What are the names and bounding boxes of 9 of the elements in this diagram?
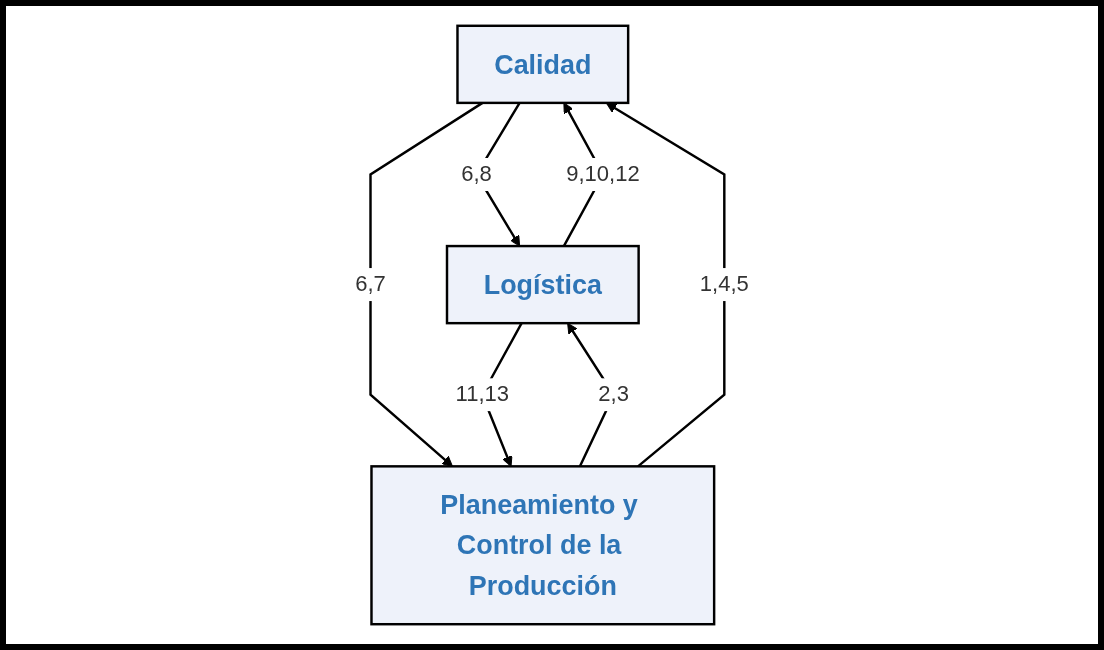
edge-label: 2,3 (598, 381, 629, 407)
edge-label: 9,10,12 (566, 161, 640, 187)
node-box: Logística (445, 244, 640, 325)
edge-label: 1,4,5 (699, 271, 749, 297)
edge-label: 11,13 (455, 381, 510, 407)
node-box: Calidad (456, 24, 630, 105)
node-box: Planeamiento y Control de la Producción (370, 465, 716, 626)
edge-label: 6,8 (461, 161, 492, 187)
edge-label: 6,7 (355, 271, 386, 297)
